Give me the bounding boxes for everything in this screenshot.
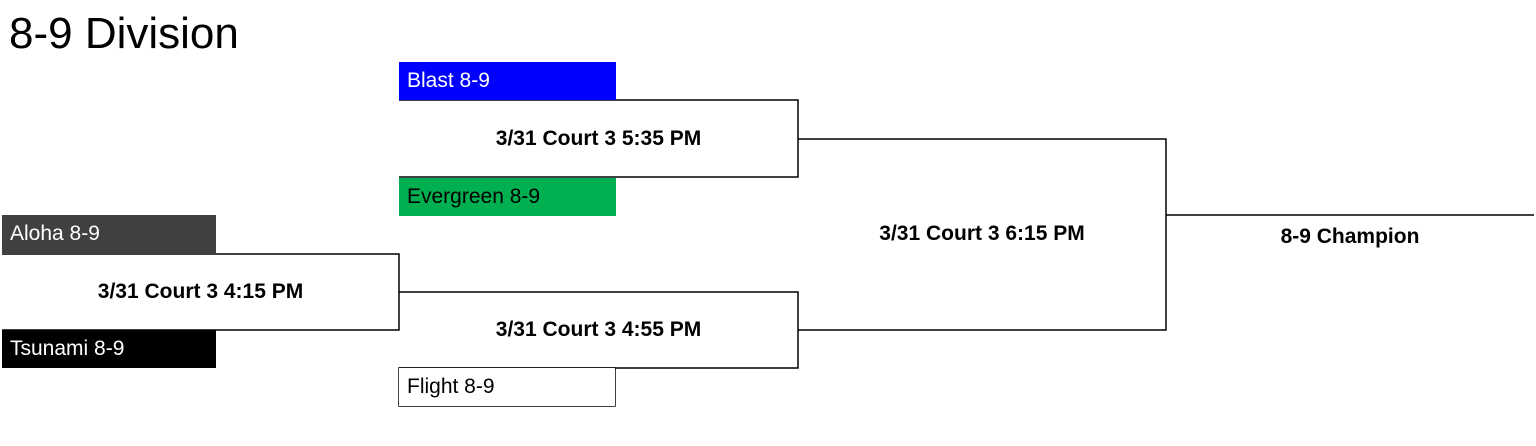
team-blast: Blast 8-9 (399, 62, 616, 100)
team-evergreen: Evergreen 8-9 (399, 178, 616, 216)
game-aloha-tsunami-label: 3/31 Court 3 4:15 PM (97, 280, 304, 303)
team-aloha: Aloha 8-9 (2, 215, 216, 253)
game-blast-evergreen-label: 3/31 Court 3 5:35 PM (495, 127, 702, 150)
bracket-line-game-final (798, 138, 1167, 331)
champion-label: 8-9 Champion (1280, 225, 1420, 248)
team-flight: Flight 8-9 (399, 368, 615, 406)
game-winner-flight-label: 3/31 Court 3 4:55 PM (495, 318, 702, 341)
division-title: 8-9 Division (9, 9, 239, 58)
team-tsunami: Tsunami 8-9 (2, 330, 216, 368)
game-final-label: 3/31 Court 3 6:15 PM (879, 222, 1085, 245)
